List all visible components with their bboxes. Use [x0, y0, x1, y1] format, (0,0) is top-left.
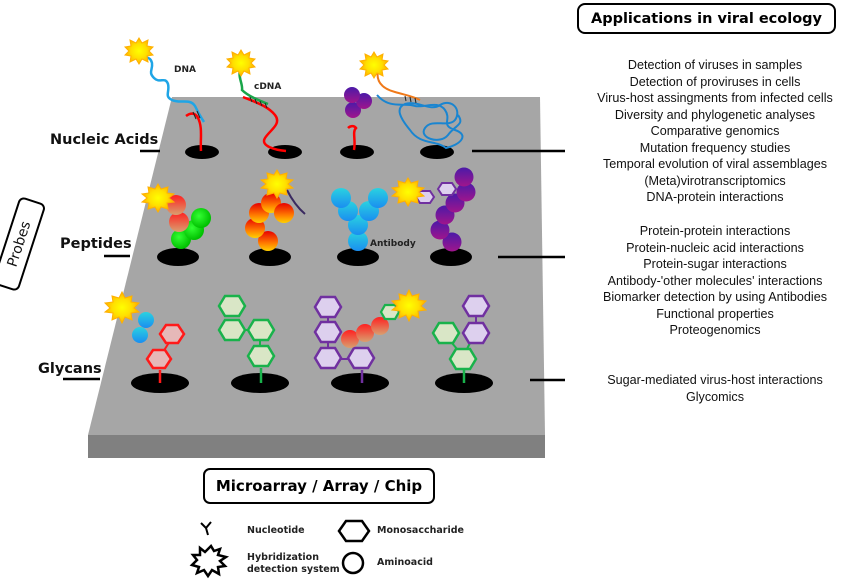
glycan-probe-green — [217, 294, 276, 383]
legend-hybridization-line2: detection system — [247, 564, 340, 575]
hybridization-star-icon — [259, 169, 295, 199]
application-item: Temporal evolution of viral assemblages — [603, 157, 827, 171]
hybridization-star-icon — [358, 51, 390, 79]
tangled-genome-probe — [358, 51, 464, 150]
glycan-probe-branched — [431, 294, 491, 383]
monosaccharide-icon — [337, 519, 371, 543]
legend-aminoacid-label: Aminoacid — [377, 557, 433, 568]
applications-title: Applications in viral ecology — [577, 3, 836, 34]
aminoacid-icon — [341, 551, 365, 575]
application-item: Diversity and phylogenetic analyses — [614, 107, 816, 122]
application-item: Mutation frequency studies — [639, 140, 791, 155]
application-item: Virus-host assingments from infected cel… — [597, 91, 833, 105]
application-item: Proteogenomics — [669, 323, 761, 337]
cdna-probe: cDNA — [225, 49, 287, 153]
nucleotide-icon — [200, 521, 212, 536]
application-item: Glycomics — [685, 389, 745, 404]
application-item: DNA-protein interactions — [646, 190, 784, 204]
peptide-probe-fire — [245, 169, 306, 251]
application-item: Antibody-'other molecules' interactions — [607, 273, 823, 288]
glycan-probe-mixed — [313, 288, 428, 383]
application-item: Detection of viruses in samples — [627, 58, 803, 72]
application-item: Protein-sugar interactions — [643, 257, 787, 271]
legend-nucleotide-label: Nucleotide — [247, 525, 305, 536]
hybridization-star-icon — [390, 288, 428, 323]
antibody-label: Antibody — [370, 239, 416, 249]
cdna-label: cDNA — [254, 82, 281, 92]
legend-hybridization-line1: Hybridization — [247, 552, 319, 563]
dna-protein-probe — [344, 87, 372, 151]
hybridization-star-icon — [103, 290, 141, 325]
applications-glycans: Sugar-mediated virus-host interactions G… — [580, 372, 850, 405]
row-label-glycans: Glycans — [38, 361, 102, 377]
dna-probe: DNA — [123, 37, 206, 152]
hybridization-star-icon — [189, 543, 230, 579]
hybridization-star-icon — [390, 177, 426, 207]
application-item: Sugar-mediated virus-host interactions — [607, 373, 823, 387]
application-item: Biomarker detection by using Antibodies — [602, 290, 828, 304]
legend-hybridization-label: Hybridization detection system — [247, 552, 340, 576]
hybridization-star-icon — [140, 183, 176, 213]
peptide-probe-purple — [390, 167, 476, 252]
row-label-peptides: Peptides — [60, 236, 132, 252]
glycan-probe-red — [103, 290, 186, 383]
application-item: Protein-nucleic acid interactions — [626, 240, 804, 255]
application-item: (Meta)virotranscriptomics — [644, 173, 786, 188]
hybridization-star-icon — [123, 37, 155, 65]
application-item: Detection of proviruses in cells — [629, 74, 801, 89]
legend-monosaccharide-label: Monosaccharide — [377, 525, 464, 536]
hybridization-star-icon — [225, 49, 257, 77]
applications-nucleic-acids: Detection of viruses in samples Detectio… — [580, 57, 850, 206]
applications-peptides: Protein-protein interactions Protein-nuc… — [580, 223, 850, 339]
peptide-probe-green — [140, 183, 211, 249]
application-item: Protein-protein interactions — [639, 224, 791, 238]
dna-label: DNA — [174, 65, 196, 75]
row-lines — [63, 149, 565, 382]
row-label-nucleic-acids: Nucleic Acids — [50, 132, 159, 148]
microarray-plate — [88, 97, 545, 458]
application-item: Functional properties — [656, 306, 774, 321]
antibody-probe: Antibody — [331, 188, 416, 251]
platform-label: Microarray / Array / Chip — [203, 468, 435, 504]
application-item: Comparative genomics — [650, 124, 780, 138]
